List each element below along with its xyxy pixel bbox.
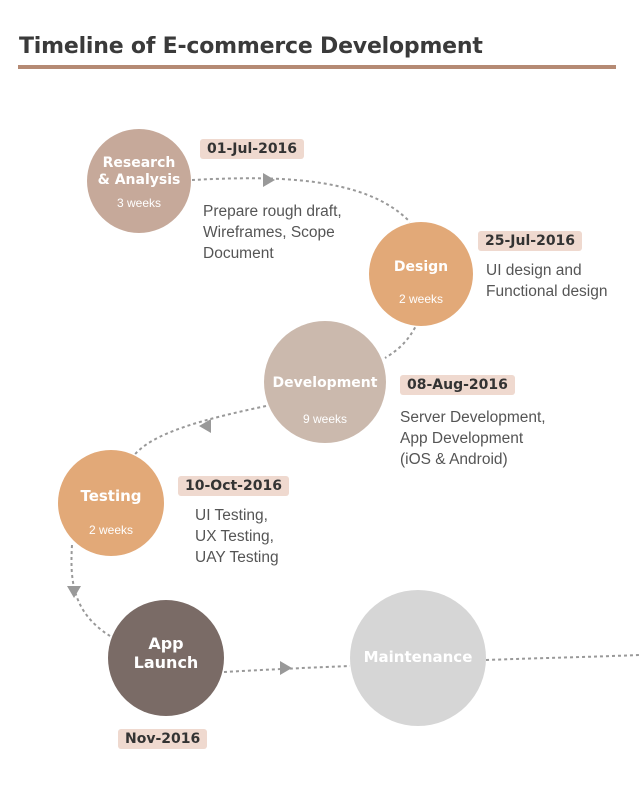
date-badge-development: 08-Aug-2016: [400, 375, 515, 395]
stage-design: Design 2 weeks: [369, 222, 473, 326]
stage-development: Development 9 weeks: [264, 321, 386, 443]
connector-research-design: [191, 177, 411, 223]
stage-design-description: UI design and Functional design: [486, 262, 608, 300]
date-badge-research: 01-Jul-2016: [200, 139, 305, 159]
stage-maintenance-name: Maintenance: [363, 648, 473, 666]
stage-testing-name: Testing: [80, 487, 142, 505]
date-badge-testing: 10-Oct-2016: [178, 476, 289, 496]
connector-design-development: [384, 321, 419, 359]
stage-maintenance: Maintenance: [350, 590, 486, 726]
arrow-icon: [67, 586, 81, 598]
connector-testing-launch: [70, 544, 111, 637]
date-badge-launch: Nov-2016: [118, 729, 208, 749]
arrow-icon: [263, 173, 275, 187]
date-badge-design: 25-Jul-2016: [478, 231, 583, 251]
stage-launch: App Launch: [108, 600, 224, 716]
stage-testing-description: UI Testing, UX Testing, UAY Testing: [195, 507, 279, 566]
stage-launch-name: App Launch: [133, 634, 199, 673]
page-title: Timeline of E-commerce Development: [19, 34, 483, 59]
connector-development-testing: [131, 405, 267, 459]
connector-launch-maintenance: [223, 665, 351, 673]
stage-research-name: Research & Analysis: [97, 155, 181, 188]
stage-development-duration: 9 weeks: [302, 412, 348, 426]
arrow-icon: [199, 419, 211, 433]
stage-research-duration: 3 weeks: [116, 196, 162, 210]
stage-research-description: Prepare rough draft, Wireframes, Scope D…: [203, 203, 342, 262]
connector-maintenance-future: [485, 654, 639, 661]
stage-design-duration: 2 weeks: [398, 292, 444, 306]
stage-design-name: Design: [393, 259, 449, 275]
stage-development-name: Development: [272, 375, 378, 391]
stage-development-description: Server Development, App Development (iOS…: [400, 409, 546, 468]
stage-research: Research & Analysis 3 weeks: [87, 129, 191, 233]
title-underline: [18, 65, 616, 69]
stage-testing: Testing 2 weeks: [58, 450, 164, 556]
stage-testing-duration: 2 weeks: [88, 523, 134, 537]
arrow-icon: [280, 661, 292, 675]
